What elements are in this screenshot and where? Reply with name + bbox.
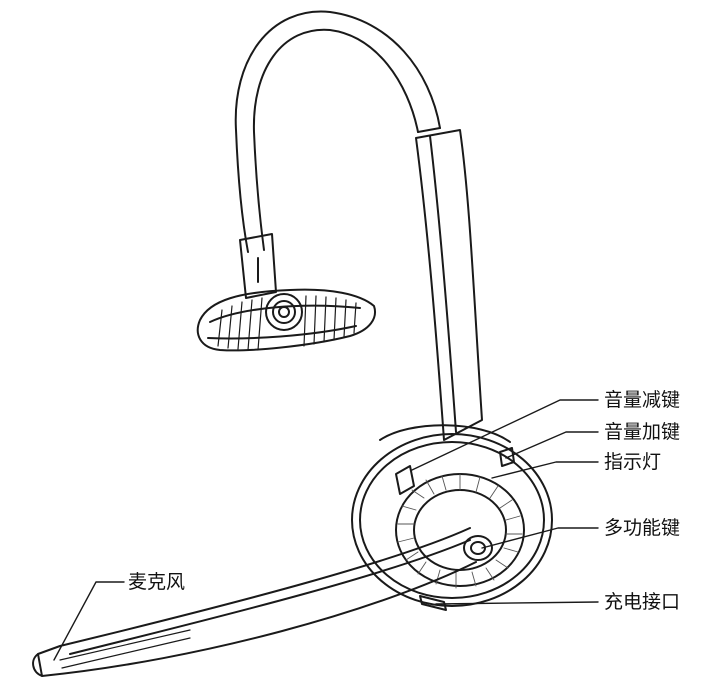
leader-volume-up	[506, 432, 598, 458]
ear-cup	[352, 425, 552, 610]
microphone-boom	[33, 528, 476, 676]
leader-charging-port	[436, 602, 598, 604]
label-volume-down: 音量减键	[604, 389, 680, 411]
headband-slider	[416, 130, 482, 440]
label-microphone: 麦克风	[128, 571, 185, 593]
label-charging-port: 充电接口	[604, 591, 680, 613]
headband	[236, 12, 440, 252]
label-multifunction-key: 多功能键	[604, 517, 680, 539]
label-volume-up: 音量加键	[604, 421, 680, 443]
leader-lines	[54, 400, 598, 660]
temple-pad	[198, 234, 375, 350]
label-indicator-light: 指示灯	[604, 451, 661, 473]
